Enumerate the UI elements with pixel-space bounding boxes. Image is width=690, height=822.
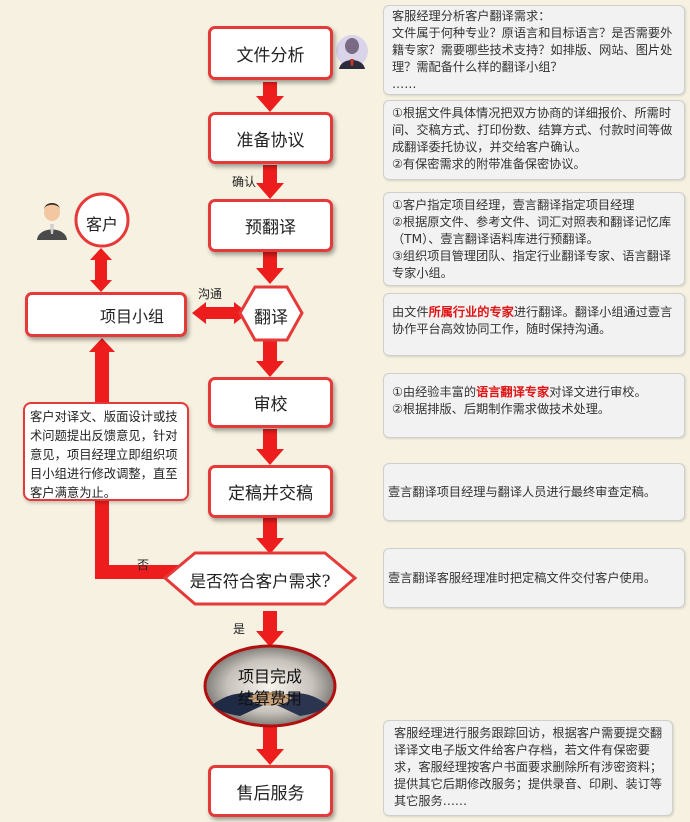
step-finalize[interactable]: 定稿并交稿 <box>208 465 333 518</box>
manager-avatar-icon <box>336 35 368 69</box>
step-after-sales[interactable]: 售后服务 <box>208 765 333 817</box>
note-pretranslate: ①客户指定项目经理，壹言翻译指定项目经理 ②根据原文件、参考文件、词汇对照表和翻… <box>383 192 685 286</box>
arrow-complete-to-aftersales <box>256 725 284 765</box>
step-complete-line1: 项目完成 <box>237 667 302 686</box>
arrow-translate-to-review <box>256 341 284 377</box>
note-analysis: 客服经理分析客户翻译需求： 文件属于何种专业？原语言和目标语言？是否需要外籍专家… <box>383 5 685 95</box>
note-translate: 由文件所属行业的专家进行翻译。翻译小组通过壹言协作平台高效协同工作，随时保持沟通… <box>383 293 685 356</box>
note-translate-text-end: 进行翻译。翻译小组通过壹言协作平台高效协同工作，随时保持沟通。 <box>392 305 673 336</box>
label-no: 否 <box>137 558 150 572</box>
arrow-pretranslate-to-translate <box>256 252 284 284</box>
customer-avatar-icon <box>37 203 67 240</box>
customer-circle <box>74 192 130 248</box>
step-decision[interactable]: 是否符合客户需求? <box>189 572 331 591</box>
step-prepare-agreement[interactable]: 准备协议 <box>208 112 333 164</box>
note-review: ①由经验丰富的语言翻译专家对译文进行审校。 ②根据排版、后期制作需求做技术处理。 <box>383 373 685 438</box>
label-confirm: 确认 <box>232 175 257 189</box>
arrow-agreement-to-pretranslate <box>256 165 284 199</box>
arrow-check-to-complete <box>256 611 284 647</box>
decision-shape <box>162 551 358 606</box>
label-yes: 是 <box>233 622 246 636</box>
note-translate-highlight: 所属行业的专家 <box>428 305 514 319</box>
note-finalize: 壹言翻译项目经理与翻译人员进行最终审查定稿。 <box>383 463 685 521</box>
step-review[interactable]: 审校 <box>208 377 333 428</box>
note-translate-text: 由文件 <box>392 305 429 319</box>
note-agreement: ①根据文件具体情况把双方协商的详细报价、所需时间、交稿方式、打印份数、结算方式、… <box>383 100 685 180</box>
translate-shape <box>238 285 304 342</box>
arrow-customer-team-bidirectional <box>90 248 112 292</box>
note-check: 壹言翻译客服经理准时把定稿文件交付客户使用。 <box>383 548 685 608</box>
feedback-note: 客户对译文、版面设计或技术问题提出反馈意见，针对意见，项目经理立即组织项目小组进… <box>23 402 189 501</box>
project-team-box[interactable]: 项目小组 <box>25 292 187 337</box>
step-translate[interactable]: 翻译 <box>254 308 288 328</box>
label-communicate: 沟通 <box>198 287 223 301</box>
arrow-analysis-to-agreement <box>256 82 284 112</box>
note-review-line1: ①由经验丰富的语言翻译专家对译文进行审校。 <box>392 385 647 399</box>
step-pre-translation[interactable]: 预翻译 <box>208 199 333 252</box>
handshake-image <box>203 644 337 728</box>
arrow-finalize-to-check <box>256 518 284 554</box>
note-review-line2: ②根据排版、后期制作需求做技术处理。 <box>392 402 611 416</box>
note-review-highlight: 语言翻译专家 <box>476 385 550 399</box>
arrow-review-to-finalize <box>256 429 284 465</box>
customer-label[interactable]: 客户 <box>85 215 118 234</box>
note-aftersales: 客服经理进行服务跟踪回访，根据客户需要提交翻译译文电子版文件给客户存档，若文件有… <box>383 720 673 816</box>
step-complete-line2: 结算费用 <box>237 689 302 708</box>
step-file-analysis[interactable]: 文件分析 <box>208 26 333 80</box>
